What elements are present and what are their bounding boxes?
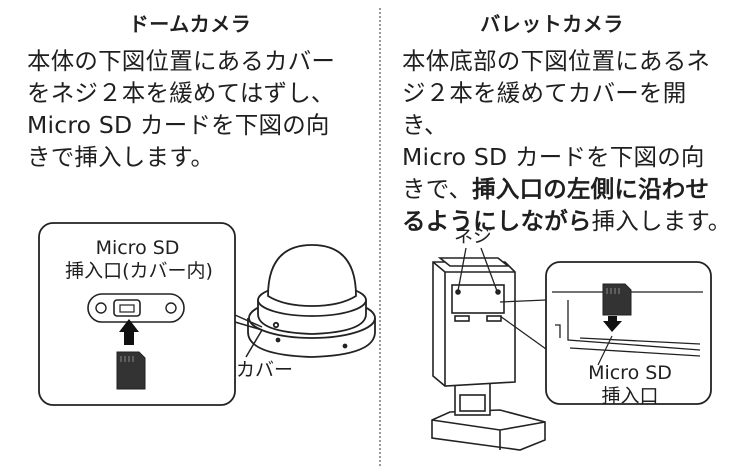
bullet-line-5: るようにしながら挿入します。 xyxy=(402,205,731,237)
dome-line-3: Micro SD カードを下図の向 xyxy=(27,111,330,139)
dome-camera xyxy=(247,244,376,358)
bullet-line-2: ジ２本を緩めてカバーを開き、 xyxy=(402,79,687,139)
bullet-mount-base xyxy=(431,409,546,451)
bullet-camera-instructions: 本体底部の下図位置にあるネ ジ２本を緩めてカバーを開き、 Micro SD カー… xyxy=(402,45,731,237)
bullet-line-3: Micro SD カードを下図の向 xyxy=(402,143,705,171)
screw-label: ネジ xyxy=(453,225,492,247)
bullet-line-4-bold: 挿入口の左側に沿わせ xyxy=(472,175,710,203)
bullet-camera-heading: バレットカメラ xyxy=(480,12,624,36)
sd-card-icon xyxy=(116,351,146,390)
sd-slot-callout-label-2: 挿入口(カバー内) xyxy=(65,260,213,282)
bullet-line-4-prefix: きで、 xyxy=(402,175,473,203)
dome-line-1: 本体の下図位置にあるカバー xyxy=(27,47,336,75)
column-divider xyxy=(379,8,381,466)
sd-slot-panel xyxy=(87,293,185,323)
sd-slot-callout-label-1: Micro SD xyxy=(95,237,180,259)
bullet-slot-label-1: Micro SD xyxy=(588,362,672,384)
bullet-slot-label-2: 挿入口 xyxy=(601,385,659,407)
bullet-line-4: きで、挿入口の左側に沿わせ xyxy=(402,173,731,205)
bullet-line-5-suffix: 挿入します。 xyxy=(591,207,731,235)
dome-line-2: をネジ２本を緩めてはずし、 xyxy=(27,79,335,107)
insert-direction-arrow xyxy=(119,319,139,345)
bullet-line-5-bold: るようにしながら xyxy=(402,207,592,235)
bullet-insert-arrow xyxy=(603,316,622,332)
dome-camera-heading: ドームカメラ xyxy=(128,12,252,36)
dome-line-4: きで挿入します。 xyxy=(27,143,215,171)
bullet-line-1: 本体底部の下図位置にあるネ xyxy=(402,47,711,75)
bullet-sd-card-icon xyxy=(602,283,632,316)
cover-label: カバー xyxy=(236,359,294,381)
dome-camera-instructions: 本体の下図位置にあるカバー をネジ２本を緩めてはずし、 Micro SD カード… xyxy=(27,45,372,173)
